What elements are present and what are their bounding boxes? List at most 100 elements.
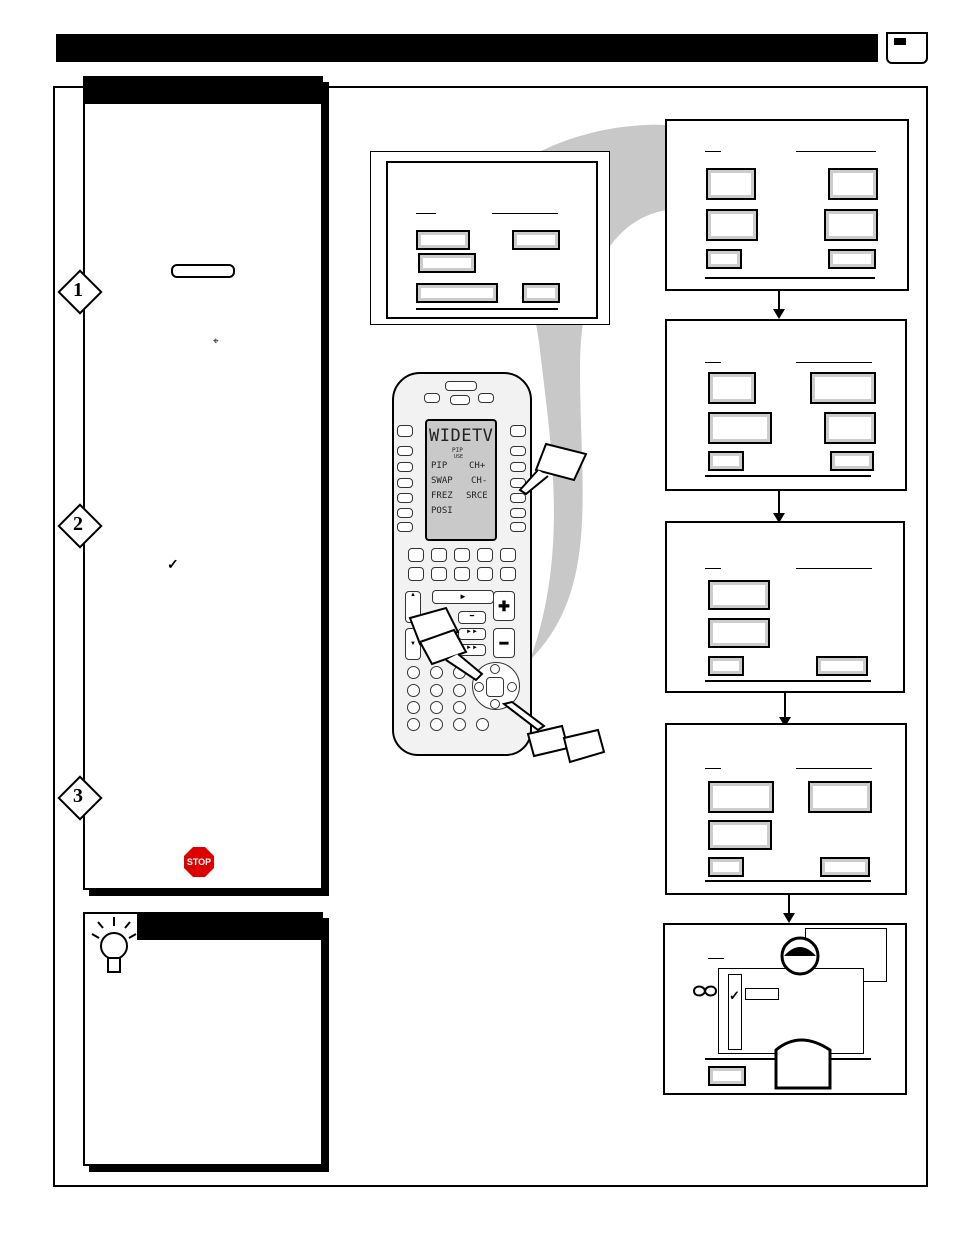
remote-side-left-1[interactable] bbox=[397, 425, 413, 437]
remote-num-5[interactable] bbox=[430, 684, 443, 697]
lcd-label-swap: SWAP bbox=[431, 476, 453, 486]
screen-a-tab-left bbox=[705, 151, 721, 152]
remote-side-left-6[interactable] bbox=[397, 508, 413, 518]
remote-side-left-2[interactable] bbox=[397, 446, 413, 456]
menu-screen-c bbox=[665, 521, 905, 693]
remote-num-9[interactable] bbox=[453, 701, 466, 714]
remote-transport-2[interactable]: ►► bbox=[458, 628, 486, 640]
remote-minus-button[interactable]: ━ bbox=[493, 628, 515, 658]
remote-side-right-2[interactable] bbox=[510, 446, 526, 456]
remote-dpad-center[interactable] bbox=[486, 677, 504, 697]
remote-row2-btn4[interactable] bbox=[477, 567, 493, 581]
remote-side-left-arrow[interactable] bbox=[397, 522, 413, 532]
remote-row2-btn5[interactable] bbox=[500, 567, 516, 581]
screen-a-box-5 bbox=[706, 249, 742, 269]
screen-b-box-3 bbox=[708, 412, 772, 444]
screen-a-tab-right bbox=[796, 151, 876, 152]
remote-num-0[interactable] bbox=[430, 718, 443, 731]
remote-row2-btn1[interactable] bbox=[408, 567, 424, 581]
remote-side-left-5[interactable] bbox=[397, 493, 413, 503]
remote-side-right-6[interactable] bbox=[510, 508, 526, 518]
remote-num-10[interactable] bbox=[407, 718, 420, 731]
screen-d-box-1-highlight bbox=[708, 781, 774, 813]
remote-num-4[interactable] bbox=[407, 684, 420, 697]
smart-help-header bbox=[137, 914, 321, 940]
lcd-label-frez: FREZ bbox=[431, 491, 453, 501]
remote-mode-button-3[interactable] bbox=[478, 393, 494, 403]
screen-e-selected-item bbox=[745, 988, 779, 1000]
remote-lcd-sub2: USE bbox=[454, 454, 464, 460]
screen-d-tab-left bbox=[705, 768, 721, 769]
step-3-number: 3 bbox=[73, 785, 83, 807]
remote-row2-btn3[interactable] bbox=[454, 567, 470, 581]
remote-num-6[interactable] bbox=[453, 684, 466, 697]
screen-e-infinity-graphic bbox=[692, 985, 718, 997]
remote-dpad-left[interactable] bbox=[474, 682, 484, 692]
remote-dpad-right[interactable] bbox=[507, 682, 517, 692]
remote-num-8[interactable] bbox=[430, 701, 443, 714]
screen-c-box-1 bbox=[708, 580, 770, 610]
remote-row2-btn2[interactable] bbox=[431, 567, 447, 581]
tv-menu-box-3-highlight bbox=[418, 253, 476, 273]
remote-row1-btn1[interactable] bbox=[408, 548, 424, 562]
flow-arrowhead-4 bbox=[783, 913, 795, 923]
remote-mode-button-2[interactable] bbox=[450, 395, 470, 405]
step-1-number: 1 bbox=[73, 279, 83, 301]
remote-dpad-up[interactable] bbox=[490, 664, 500, 674]
screen-b-box-2 bbox=[810, 372, 876, 404]
tv-menu-tab-right bbox=[492, 213, 558, 214]
menu-button-graphic bbox=[171, 264, 235, 278]
remote-side-left-3[interactable] bbox=[397, 462, 413, 472]
screen-d-bottom-line bbox=[705, 880, 871, 882]
pointing-hand-bottom bbox=[501, 700, 606, 764]
remote-side-right-5[interactable] bbox=[510, 493, 526, 503]
remote-row1-btn2[interactable] bbox=[431, 548, 447, 562]
lcd-label-ch-minus: CH- bbox=[471, 476, 488, 486]
remote-top-button-1[interactable] bbox=[445, 381, 477, 391]
remote-num-11[interactable] bbox=[453, 718, 466, 731]
screen-c-box-4-highlight bbox=[816, 656, 868, 676]
remote-row1-btn4[interactable] bbox=[477, 548, 493, 562]
flow-arrowhead-1 bbox=[773, 309, 785, 319]
remote-row1-btn3[interactable] bbox=[454, 548, 470, 562]
menu-screen-b bbox=[665, 319, 907, 491]
remote-play-button[interactable]: ► bbox=[432, 590, 494, 604]
cursor-icon: ⌖ bbox=[213, 336, 219, 347]
screen-b-bottom-line bbox=[705, 475, 871, 477]
remote-mode-button-1[interactable] bbox=[424, 393, 440, 403]
remote-side-right-3[interactable] bbox=[510, 462, 526, 472]
remote-row1-btn5[interactable] bbox=[500, 548, 516, 562]
remote-lcd bbox=[425, 419, 497, 541]
lcd-label-pip: PIP bbox=[431, 461, 448, 471]
pointing-hand-top bbox=[518, 442, 588, 496]
remote-num-7[interactable] bbox=[407, 701, 420, 714]
remote-num-1[interactable] bbox=[407, 666, 420, 679]
remote-side-right-1[interactable] bbox=[510, 425, 526, 437]
remote-side-right-arrow[interactable] bbox=[510, 522, 526, 532]
remote-dpad-down[interactable] bbox=[490, 699, 500, 709]
step-2-number: 2 bbox=[73, 513, 83, 535]
flow-arrow-4 bbox=[788, 893, 790, 917]
screen-c-box-2 bbox=[708, 618, 770, 648]
remote-transport-1[interactable]: ━ bbox=[458, 611, 486, 624]
remote-plus-button[interactable]: ✚ bbox=[493, 591, 515, 621]
remote-lcd-sub1: PIP bbox=[452, 447, 463, 454]
header-bar bbox=[56, 34, 878, 62]
instruction-panel: ⌖ ✓ bbox=[83, 76, 323, 890]
screen-a-box-6-highlight bbox=[828, 249, 876, 269]
screen-a-box-2 bbox=[828, 168, 878, 200]
screen-b-tab-left bbox=[705, 362, 721, 363]
screen-c-bottom-line bbox=[705, 680, 871, 682]
remote-num-12[interactable] bbox=[476, 718, 489, 731]
screen-e-box-1 bbox=[708, 1066, 746, 1086]
screen-e-tab-left bbox=[708, 958, 724, 959]
lcd-label-ch-plus: CH+ bbox=[469, 461, 486, 471]
remote-lcd-title: WIDETV bbox=[429, 426, 494, 446]
tv-menu-box-2 bbox=[512, 230, 560, 250]
screen-c-tab-left bbox=[705, 568, 721, 569]
page-tab bbox=[886, 32, 928, 64]
screen-d-box-2 bbox=[808, 781, 872, 813]
remote-num-2[interactable] bbox=[430, 666, 443, 679]
remote-side-left-4[interactable] bbox=[397, 478, 413, 488]
screen-e-figure-graphic bbox=[774, 936, 832, 1090]
